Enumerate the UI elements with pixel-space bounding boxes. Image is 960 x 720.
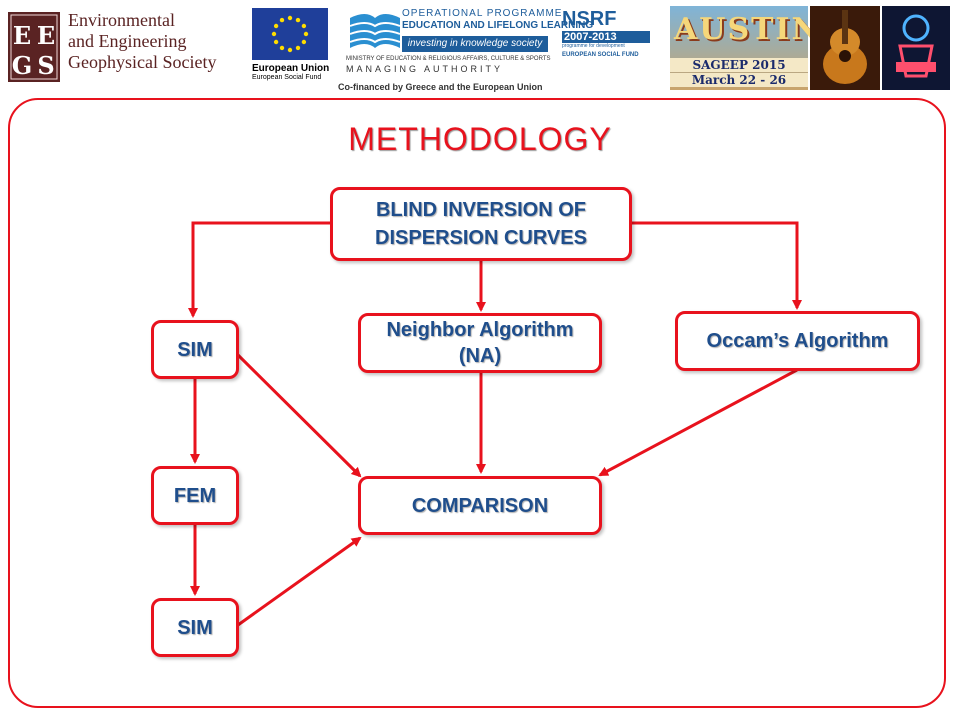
nsrf-logo: NSRF 2007-2013 programme for development…: [562, 8, 650, 58]
cofinanced-text: Co-financed by Greece and the European U…: [338, 82, 543, 92]
eu-star-icon: [301, 39, 307, 45]
edge-sim-bottom-to-comparison: [237, 536, 362, 627]
diagram-title: METHODOLOGY: [348, 121, 612, 157]
programme-line: OPERATIONAL PROGRAMME: [402, 8, 563, 19]
svg-text:E: E: [13, 21, 31, 50]
header-banner: E E G S Environmental and Engineering Ge…: [0, 0, 960, 96]
edge-blind-to-sim: [188, 221, 332, 318]
svg-text:S: S: [37, 51, 54, 80]
node-comparison: COMPARISON: [358, 476, 602, 535]
city-name: AUSTIN: [674, 12, 821, 47]
sageep-banner: AUSTIN SAGEEP 2015 March 22 - 26: [670, 6, 950, 90]
eu-logo: European Union European Social Fund: [252, 8, 332, 81]
node-sim-bottom: SIM: [151, 598, 239, 657]
book-wave-icon: [349, 14, 401, 48]
nsrf-fund: EUROPEAN SOCIAL FUND: [562, 52, 639, 58]
eu-star-icon: [287, 15, 293, 21]
eu-subtitle: European Social Fund: [252, 74, 322, 81]
edge-sim-to-comparison: [236, 353, 362, 478]
diagram-panel: [8, 98, 946, 708]
programme-line: EDUCATION AND LIFELONG LEARNING: [402, 20, 594, 31]
society-name: Environmental and Engineering Geophysica…: [68, 10, 248, 73]
node-label: SIM: [177, 338, 213, 361]
node-label: Occam’s Algorithm: [706, 330, 889, 352]
node-label: Neighbor Algorithm (NA): [386, 319, 574, 367]
society-name-line: Geophysical Society: [68, 52, 217, 72]
eu-star-icon: [295, 17, 301, 23]
programme-tagline: investing in knowledge society: [402, 36, 548, 52]
eu-star-icon: [287, 47, 293, 53]
eegs-logo-icon: E E G S: [8, 12, 60, 82]
eu-star-icon: [273, 39, 279, 45]
neon-sign-icon: [882, 6, 950, 90]
svg-text:E: E: [37, 21, 55, 50]
eu-star-icon: [271, 31, 277, 37]
eu-title: European Union: [252, 63, 330, 74]
eu-flag-icon: [252, 8, 328, 60]
eu-star-icon: [279, 45, 285, 51]
eu-star-icon: [273, 23, 279, 29]
society-name-line: and Engineering: [68, 31, 187, 51]
nsrf-years: 2007-2013: [562, 31, 650, 43]
node-label: FEM: [173, 484, 217, 507]
node-label: COMPARISON: [411, 494, 549, 517]
node-blind-inversion: BLIND INVERSION OF DISPERSION CURVES: [330, 187, 632, 261]
ministry-text: MINISTRY OF EDUCATION & RELIGIOUS AFFAIR…: [346, 56, 551, 62]
eu-star-icon: [301, 23, 307, 29]
edge-blind-to-occam: [630, 221, 802, 310]
authority-text: MANAGING AUTHORITY: [346, 64, 504, 74]
node-label: SIM: [177, 616, 213, 639]
nsrf-dev: programme for development: [562, 43, 625, 49]
node-sim-top: SIM: [151, 320, 239, 379]
society-name-line: Environmental: [68, 10, 175, 30]
eu-star-icon: [279, 17, 285, 23]
node-fem: FEM: [151, 466, 239, 525]
svg-text:G: G: [12, 51, 33, 80]
eu-star-icon: [303, 31, 309, 37]
node-occam-algorithm: Occam’s Algorithm: [675, 311, 920, 371]
event-name: SAGEEP 2015: [670, 58, 808, 72]
node-neighbor-algorithm: Neighbor Algorithm (NA): [358, 313, 602, 373]
edge-occam-to-comparison: [598, 368, 798, 477]
node-label: BLIND INVERSION OF DISPERSION CURVES: [375, 199, 587, 249]
austin-postcard: AUSTIN SAGEEP 2015 March 22 - 26: [670, 6, 821, 90]
guitar-icon: [810, 6, 880, 90]
nsrf-title: NSRF: [562, 8, 617, 30]
event-dates: March 22 - 26: [670, 73, 808, 87]
eu-star-icon: [295, 45, 301, 51]
